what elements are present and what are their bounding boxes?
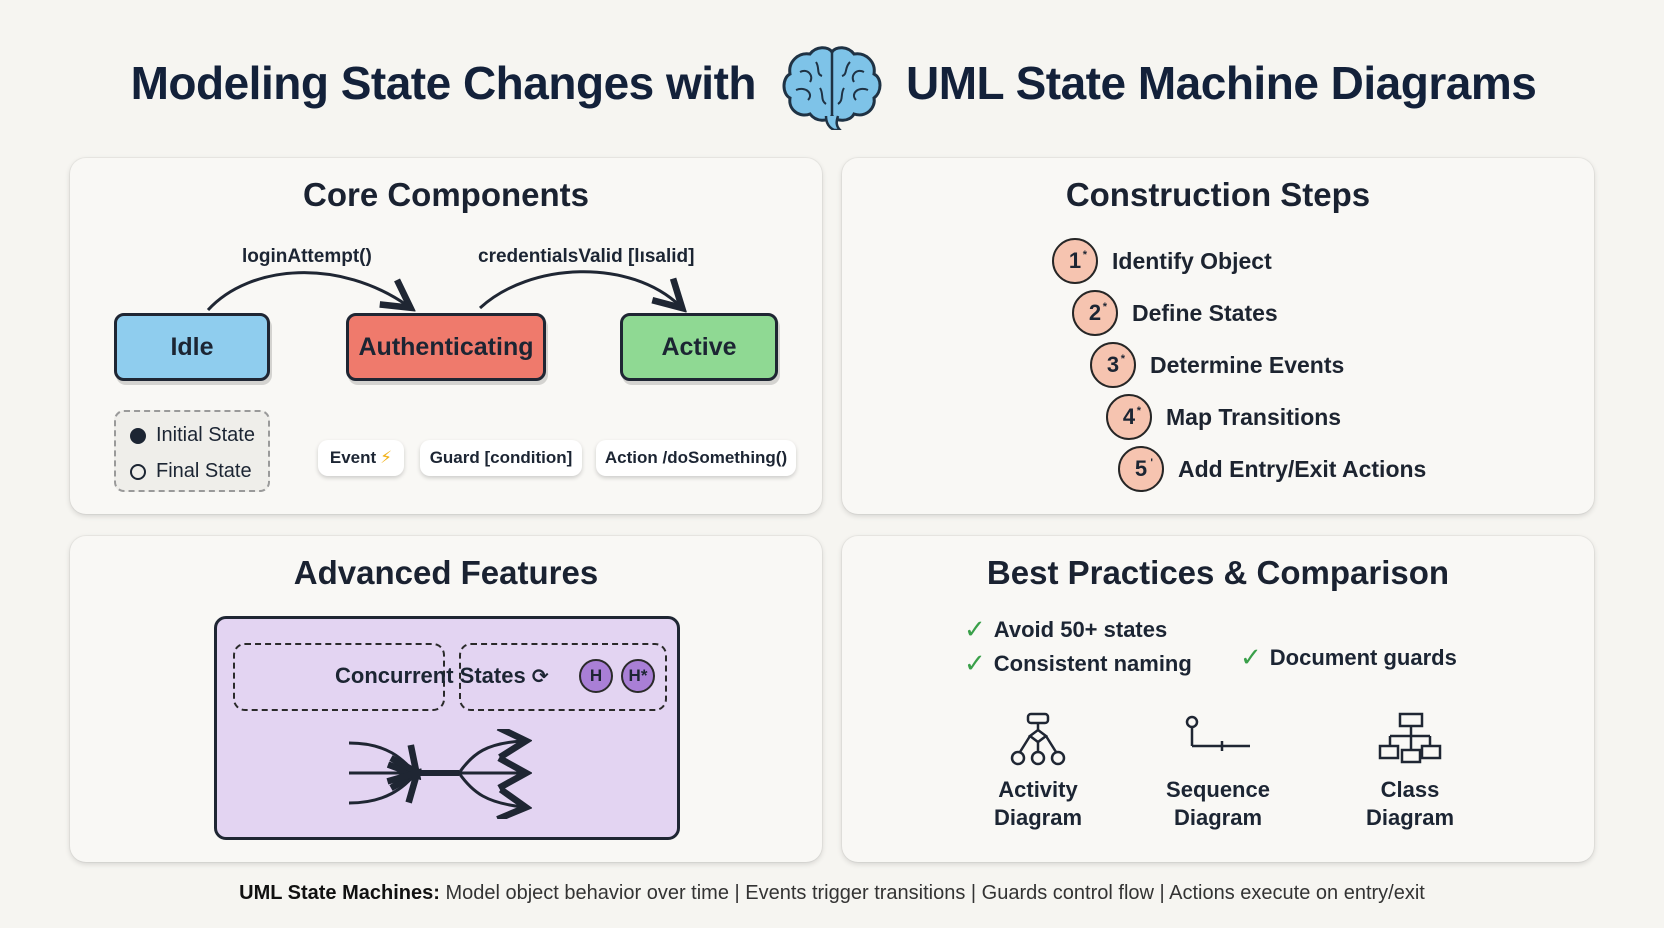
initial-state-icon [130,427,146,444]
check-icon: ✓ [964,648,986,678]
chip-event: Event ⚡ [318,440,404,476]
chip-guard: Guard [condition] [420,440,582,476]
advanced-features-panel: Advanced Features Concurrent States ⟳ H … [70,536,822,862]
concurrent-region-b [459,643,667,711]
core-components-panel: Core Components loginAttempt() credentia… [70,158,822,514]
cycle-icon: ⟳ [531,666,549,688]
step-item: 1* Identify Object [1052,238,1272,284]
check-icon: ✓ [1240,642,1262,672]
sequence-diagram-icon [1185,715,1250,751]
transition-label-login: loginAttempt() [242,246,372,267]
composite-state-box: Concurrent States ⟳ H H* [214,616,680,840]
transition-label-credentials: credentialsValid [lısalid] [478,246,695,267]
step-item: 5' Add Entry/Exit Actions [1118,446,1426,492]
legend-initial-label: Initial State [156,424,255,446]
class-diagram-icon [1378,712,1442,764]
page-title-left: Modeling State Changes with [130,57,757,109]
state-idle: Idle [114,313,270,381]
legend-initial: Initial State [130,424,255,447]
state-legend: Initial State Final State [114,410,270,492]
chip-event-label: Event [329,448,377,467]
construction-steps-title: Construction Steps [1065,176,1371,213]
core-components-title: Core Components [302,176,589,213]
step-label: Define States [1132,299,1278,326]
history-state-deep: H* [621,659,655,693]
check-icon: ✓ [964,614,986,644]
legend-final: Final State [130,460,252,483]
footer-bold: UML State Machines: [239,882,440,904]
state-authenticating: Authenticating [346,313,546,381]
step-number-badge: 5' [1118,446,1164,492]
history-state-shallow: H [579,659,613,693]
step-label: Add Entry/Exit Actions [1178,455,1427,482]
advanced-features-title: Advanced Features [293,554,599,591]
concurrent-states-label: Concurrent States ⟳ [335,663,549,688]
lightning-icon: ⚡ [380,448,393,467]
concurrent-region-a [233,643,445,711]
fork-join-icon [348,729,547,819]
arrow-idle-to-auth [206,271,408,310]
step-item: 2* Define States [1072,290,1278,336]
state-active: Active [620,313,778,381]
footer-summary: UML State Machines: Model object behavio… [0,882,1664,905]
page-header: Modeling State Changes with UML State Ma… [0,42,1664,132]
brain-icon [782,46,882,130]
practice-item: ✓ Consistent naming [964,648,1192,678]
step-item: 3* Determine Events [1090,342,1344,388]
step-number-badge: 1* [1052,238,1098,284]
best-practices-title: Best Practices & Comparison [986,554,1450,591]
construction-steps-panel: Construction Steps 1* Identify Object 2*… [842,158,1594,514]
step-number-badge: 4* [1106,394,1152,440]
step-label: Map Transitions [1166,403,1342,430]
legend-final-label: Final State [156,460,252,482]
footer-text: Model object behavior over time | Events… [439,882,1425,904]
step-label: Determine Events [1150,351,1345,378]
step-label: Identify Object [1112,247,1272,274]
activity-diagram-icon [1010,712,1066,766]
arrow-auth-to-active [478,270,680,308]
step-item: 4* Map Transitions [1106,394,1341,440]
practice-item: ✓ Avoid 50+ states [964,614,1168,644]
final-state-icon [130,463,146,480]
chip-action: Action /doSomething() [596,440,796,476]
page-title-right: UML State Machine Diagrams [906,57,1537,109]
step-number-badge: 3* [1090,342,1136,388]
practice-item: ✓ Document guards [1240,642,1457,672]
step-number-badge: 2* [1072,290,1118,336]
best-practices-panel: Best Practices & Comparison ✓ Avoid 50+ … [842,536,1594,862]
